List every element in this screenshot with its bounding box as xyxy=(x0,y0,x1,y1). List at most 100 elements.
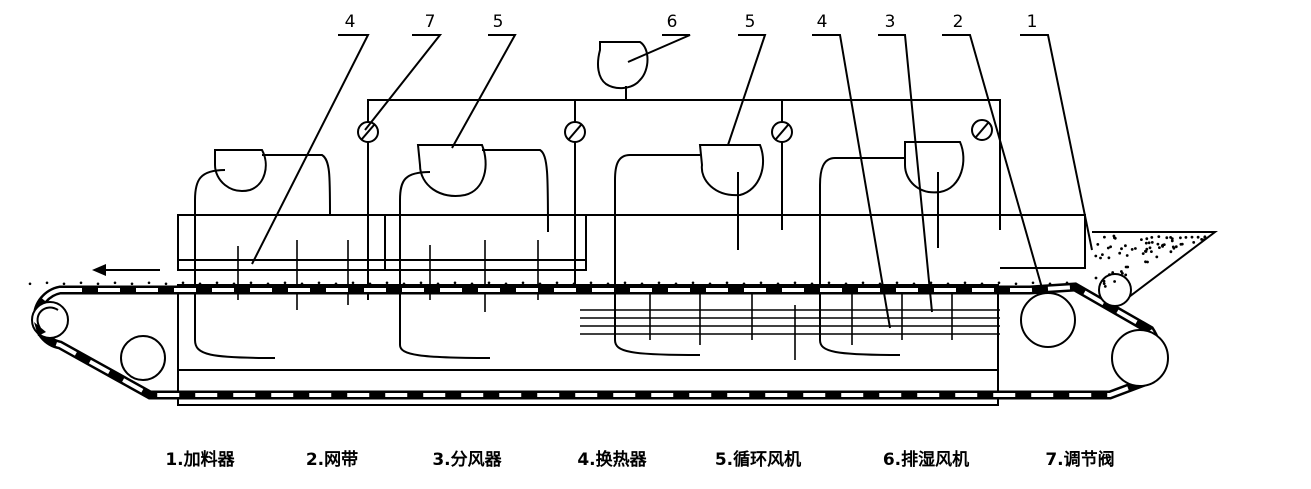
legend: 1.加料器 2.网带 3.分风器 4.换热器 5.循环风机 6.排湿风机 7.调… xyxy=(165,449,1114,470)
product-granule xyxy=(1170,237,1174,241)
product-granule xyxy=(1031,281,1035,285)
product-granule xyxy=(1161,245,1164,248)
circulation-fan-1 xyxy=(214,149,267,192)
product-granule xyxy=(640,282,644,286)
product-granule xyxy=(1148,246,1152,250)
product-granule xyxy=(1099,256,1102,260)
product-granule xyxy=(1113,280,1116,283)
product-granule xyxy=(1190,235,1194,239)
product-granule xyxy=(1156,242,1160,246)
product-granule xyxy=(402,282,406,286)
product-granule xyxy=(1094,276,1098,280)
callout-1: 1 xyxy=(1027,12,1038,32)
product-granule xyxy=(929,281,933,285)
product-granule xyxy=(317,281,321,285)
product-granule xyxy=(62,282,66,286)
product-granule xyxy=(1106,246,1110,250)
product-granule xyxy=(912,282,916,286)
circulation-fan-2 xyxy=(416,144,487,197)
legend-item-circulation-fan: 5.循环风机 xyxy=(715,449,801,470)
product-granule xyxy=(1102,279,1106,283)
product-granule xyxy=(1048,282,1052,286)
product-granule xyxy=(1165,236,1169,240)
product-granule xyxy=(181,281,185,285)
product-granule xyxy=(1144,249,1147,253)
legend-item-exhaust-fan: 6.排湿风机 xyxy=(883,449,969,470)
callout-6: 6 xyxy=(667,12,678,32)
mesh-belt xyxy=(31,273,1169,400)
product-granule xyxy=(368,282,372,286)
product-granule xyxy=(1124,273,1128,277)
product-granule xyxy=(1096,243,1100,246)
product-granule xyxy=(1200,238,1203,241)
circulation-fan-4 xyxy=(904,141,965,194)
product-granule xyxy=(334,282,338,286)
product-granule xyxy=(198,282,202,286)
legend-item-air-distributor: 3.分风器 xyxy=(432,450,502,470)
product-granule xyxy=(1102,282,1106,285)
product-granule xyxy=(266,282,270,286)
feed-plate xyxy=(1092,231,1218,301)
product-granule xyxy=(436,282,440,286)
lower-heat-exchanger xyxy=(580,290,1000,360)
product-granule xyxy=(657,281,661,285)
product-granule xyxy=(810,282,814,286)
callout-7: 7 xyxy=(425,12,436,32)
product-granule xyxy=(793,281,797,285)
circulation-fans xyxy=(194,141,965,359)
product-granule xyxy=(1101,253,1104,256)
callout-2: 2 xyxy=(953,12,964,32)
product-granule xyxy=(606,282,610,286)
product-granule xyxy=(419,281,423,285)
product-granule xyxy=(1107,256,1111,260)
product-granule xyxy=(878,282,882,286)
product-granule xyxy=(623,281,627,285)
product-granule xyxy=(963,281,967,285)
product-granule xyxy=(113,281,117,285)
product-granule xyxy=(1120,247,1123,251)
product-granule xyxy=(249,281,253,285)
product-granule xyxy=(1125,254,1129,257)
circulation-fan-3 xyxy=(698,144,765,197)
callout-3: 3 xyxy=(885,12,896,32)
product-granule xyxy=(1120,270,1123,273)
product-granule xyxy=(385,281,389,285)
legend-item-heat-exchanger: 4.换热器 xyxy=(577,449,647,470)
product-granule xyxy=(1014,282,1018,286)
product-granule xyxy=(1140,238,1143,242)
product-granule xyxy=(1150,236,1154,239)
product-granule xyxy=(1108,273,1111,277)
callout-numbers: 4 7 5 6 5 4 3 2 1 xyxy=(345,12,1038,32)
legend-item-regulating-valve: 7.调节阀 xyxy=(1045,449,1114,470)
product-granule xyxy=(572,282,576,286)
product-granule xyxy=(1170,239,1174,243)
product-granule xyxy=(725,281,729,285)
regulating-valves xyxy=(357,119,993,143)
product-granule xyxy=(96,282,100,286)
callout-5-left: 5 xyxy=(493,12,504,32)
product-granule xyxy=(589,281,593,285)
dryer-housing xyxy=(177,214,1218,406)
product-granule xyxy=(521,281,525,285)
product-granule xyxy=(487,281,491,285)
product-granule xyxy=(980,282,984,286)
product-granule xyxy=(742,282,746,286)
conveying-direction-arrow xyxy=(92,264,160,276)
product-granule xyxy=(351,281,355,285)
product-granule xyxy=(130,282,134,286)
callout-5-right: 5 xyxy=(745,12,756,32)
product-granule xyxy=(708,282,712,286)
product-granule xyxy=(1103,235,1106,239)
product-granule xyxy=(1179,236,1182,240)
product-granule xyxy=(1103,285,1107,288)
exhaust-fan xyxy=(597,41,649,90)
product-granule xyxy=(844,282,848,286)
product-granule xyxy=(1169,250,1173,254)
product-granule xyxy=(1157,235,1161,239)
product-granule xyxy=(691,281,695,285)
product-granule xyxy=(1196,235,1200,239)
exhaust-main-duct xyxy=(367,99,1001,300)
product-granule xyxy=(1192,241,1196,244)
product-granule xyxy=(300,282,304,286)
